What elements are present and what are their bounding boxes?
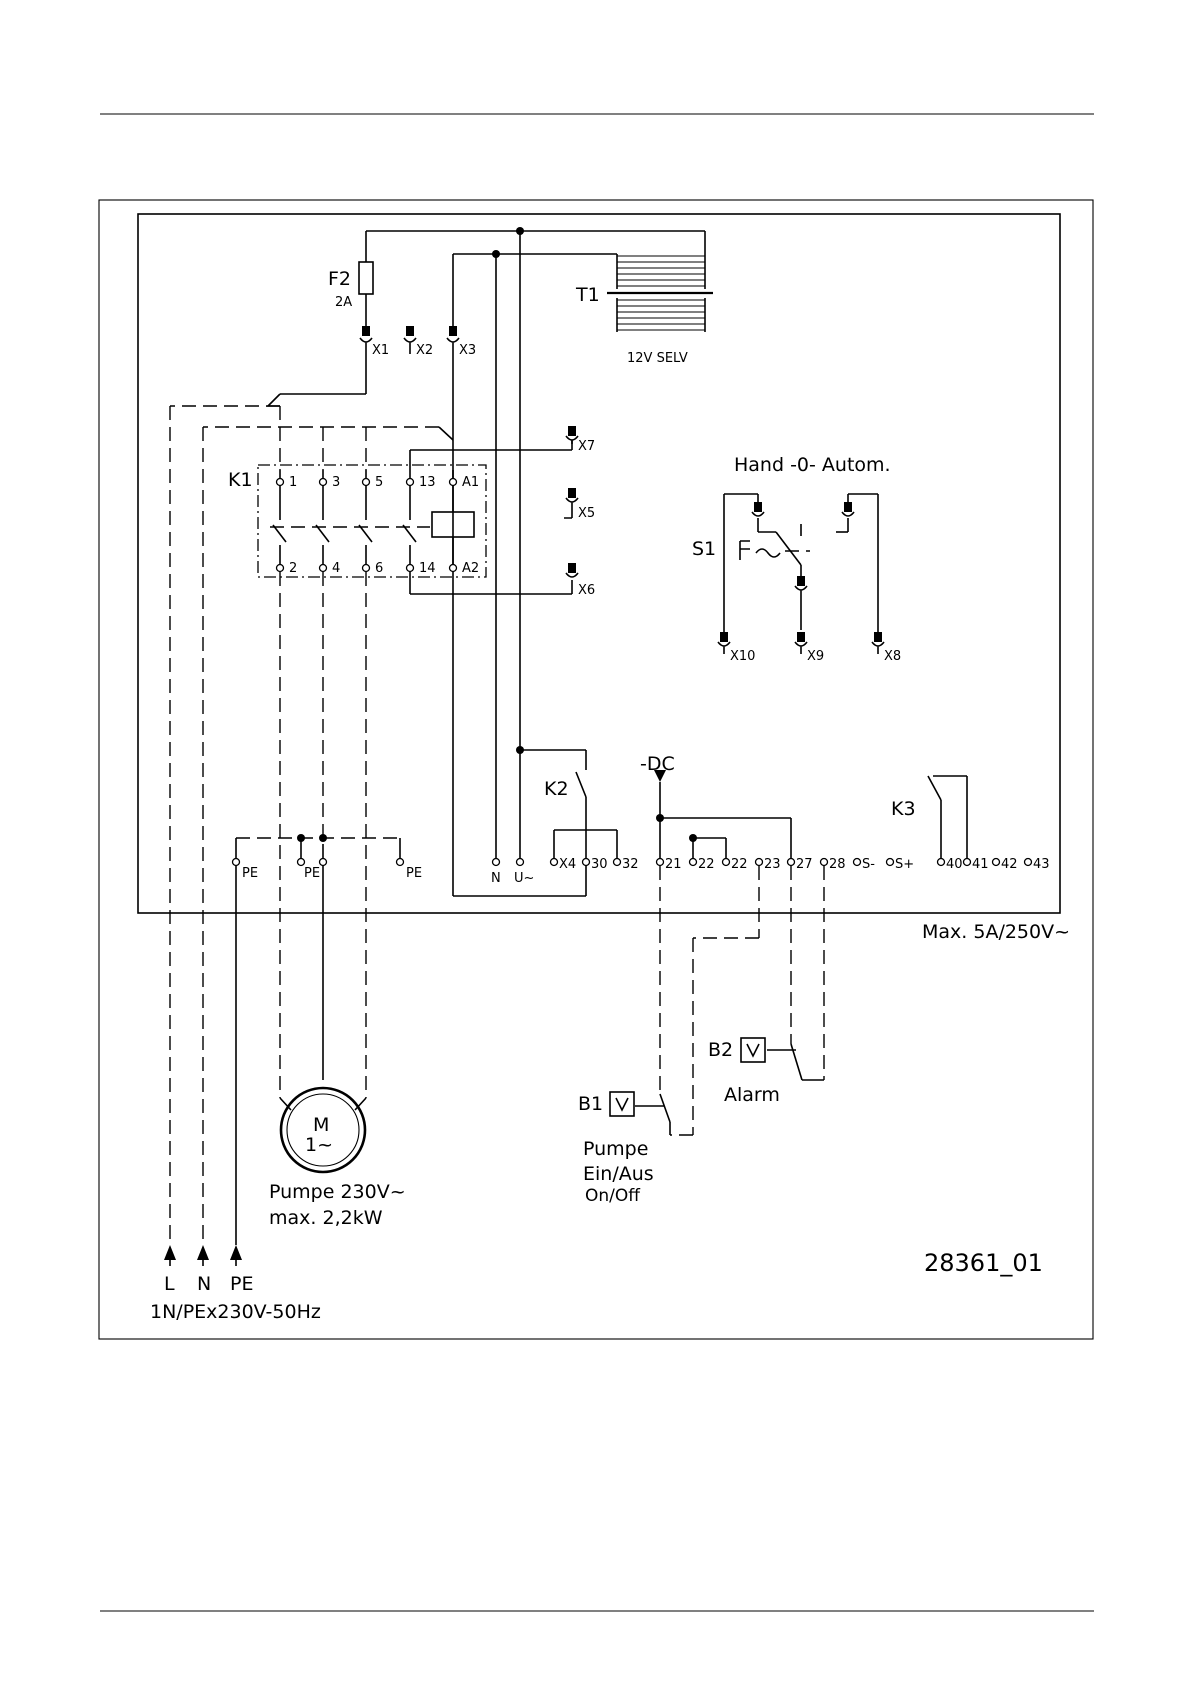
- term-22b: 22: [731, 857, 748, 872]
- term-40: 40: [946, 857, 963, 872]
- term-u: U~: [514, 871, 534, 886]
- fuse-rating: 2A: [335, 295, 352, 310]
- alarm-label: Alarm: [724, 1084, 780, 1106]
- term-21: 21: [665, 857, 682, 872]
- b2-label: B2: [708, 1039, 733, 1061]
- terminal-x5: X5: [578, 506, 595, 521]
- term-pe-3: PE: [406, 866, 422, 881]
- k1-term-2: 2: [289, 561, 297, 576]
- term-x4: X4: [559, 857, 576, 872]
- term-43: 43: [1033, 857, 1050, 872]
- switch-title: Hand -0- Autom.: [734, 454, 891, 476]
- fuse-f2: [359, 262, 373, 294]
- supply-desc: 1N/PEx230V-50Hz: [150, 1301, 321, 1323]
- term-32: 32: [622, 857, 639, 872]
- k1-term-3: 3: [332, 475, 340, 490]
- term-42: 42: [1001, 857, 1018, 872]
- term-22a: 22: [698, 857, 715, 872]
- relay-k2: [516, 746, 621, 866]
- transformer-rating: 12V SELV: [627, 351, 688, 366]
- term-pe-1: PE: [242, 866, 258, 881]
- term-28: 28: [829, 857, 846, 872]
- switch-s1: [718, 494, 884, 654]
- transformer-label: T1: [575, 284, 600, 306]
- terminal-x3: X3: [459, 343, 476, 358]
- term-23: 23: [764, 857, 781, 872]
- b1-desc-1: Pumpe: [583, 1138, 648, 1160]
- terminal-x8: X8: [884, 649, 901, 664]
- motor-phase: 1~: [305, 1134, 333, 1156]
- drawing-number: 28361_01: [924, 1249, 1043, 1277]
- inner-frame: [138, 214, 1060, 913]
- dc-label: -DC: [640, 753, 675, 775]
- b1-desc-2: Ein/Aus: [583, 1163, 654, 1185]
- term-s-minus: S-: [862, 857, 875, 872]
- pump-rating-1: Pumpe 230V~: [269, 1181, 406, 1203]
- terminal-x1: X1: [372, 343, 389, 358]
- term-30: 30: [591, 857, 608, 872]
- fuse-label: F2: [328, 268, 351, 290]
- term-41: 41: [972, 857, 989, 872]
- relay-k3: [928, 776, 967, 858]
- b1-desc-3: On/Off: [585, 1186, 641, 1206]
- contactor-label: K1: [228, 469, 253, 491]
- supply-pe: PE: [230, 1273, 253, 1295]
- motor-m: M: [313, 1114, 329, 1136]
- supply-arrows: [164, 1245, 242, 1266]
- k1-term-13: 13: [419, 475, 436, 490]
- k1-term-14: 14: [419, 561, 436, 576]
- relay-k3-label: K3: [891, 798, 916, 820]
- transformer-t1: [607, 231, 713, 332]
- k1-term-5: 5: [375, 475, 383, 490]
- relay-k2-label: K2: [544, 778, 569, 800]
- k1-term-4: 4: [332, 561, 340, 576]
- k1-term-1: 1: [289, 475, 297, 490]
- term-n: N: [491, 871, 501, 886]
- supply-wiring: [366, 227, 705, 896]
- term-s-plus: S+: [895, 857, 914, 872]
- sensor-wiring: [610, 866, 824, 1135]
- term-27: 27: [796, 857, 813, 872]
- terminal-x7: X7: [578, 439, 595, 454]
- supply-n: N: [197, 1273, 211, 1295]
- pump-rating-2: max. 2,2kW: [269, 1207, 383, 1229]
- terminal-x6: X6: [578, 583, 595, 598]
- terminal-x2: X2: [416, 343, 433, 358]
- k1-term-a1: A1: [462, 475, 479, 490]
- k1-term-a2: A2: [462, 561, 479, 576]
- switch-label: S1: [692, 538, 716, 560]
- k1-term-6: 6: [375, 561, 383, 576]
- terminal-x9: X9: [807, 649, 824, 664]
- dc-bus: [654, 770, 1032, 866]
- term-pe-2: PE: [304, 866, 320, 881]
- terminal-x10: X10: [730, 649, 755, 664]
- b1-label: B1: [578, 1093, 603, 1115]
- supply-l: L: [164, 1273, 175, 1295]
- max-rating: Max. 5A/250V~: [922, 921, 1070, 943]
